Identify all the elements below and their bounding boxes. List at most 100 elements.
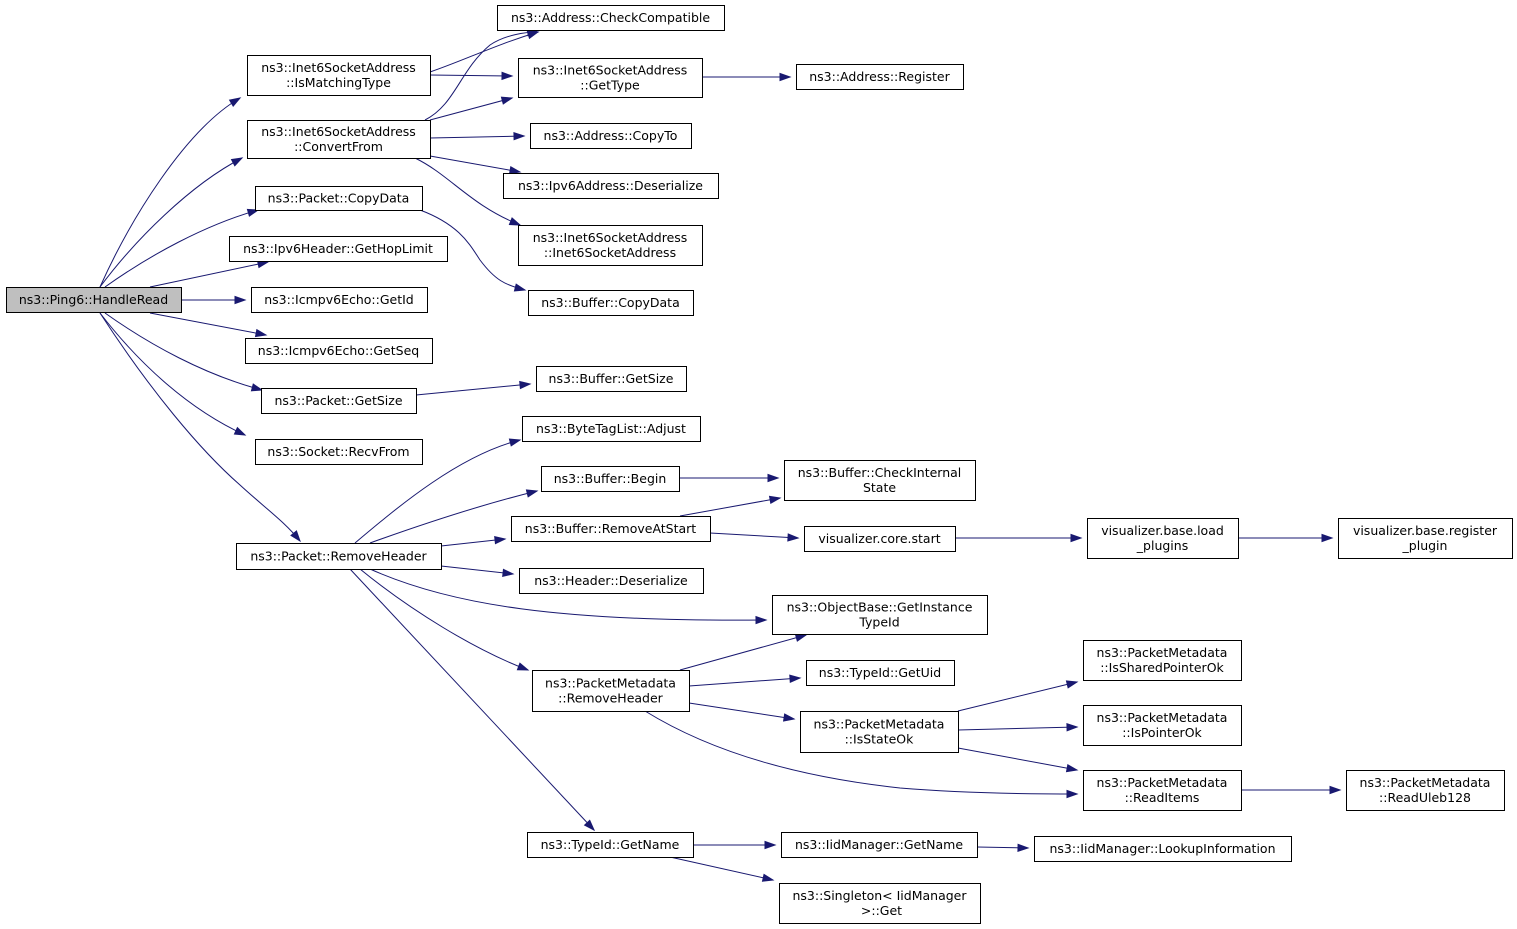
edge-removeatstart-to-checkinternal	[679, 495, 782, 517]
node-label: ::IsSharedPointerOk	[1100, 660, 1224, 675]
node-isstateok[interactable]: ns3::PacketMetadata::IsStateOk	[800, 711, 959, 753]
node-label: ns3::Packet::CopyData	[268, 191, 410, 206]
node-box	[247, 55, 431, 96]
node-box	[245, 338, 433, 364]
node-label: ns3::IidManager::GetName	[795, 837, 963, 852]
node-label: ns3::PacketMetadata	[1097, 775, 1228, 790]
node-iid-getname[interactable]: ns3::IidManager::GetName	[781, 832, 978, 858]
node-label: ns3::Address::CopyTo	[544, 128, 678, 143]
node-ipv6-deserialize[interactable]: ns3::Ipv6Address::Deserialize	[503, 173, 719, 199]
node-label: _plugin	[1402, 538, 1448, 553]
node-getseq[interactable]: ns3::Icmpv6Echo::GetSeq	[245, 338, 433, 364]
node-adjust[interactable]: ns3::ByteTagList::Adjust	[522, 416, 701, 442]
edge-arrowhead-loadplugins-registerplugin	[1321, 533, 1334, 543]
edge-arrowhead-packet-copydata-buffer-copydata	[513, 283, 527, 292]
edge-packet-removeheader-to-getinstancetypeid	[369, 568, 768, 625]
node-packet-getsize[interactable]: ns3::Packet::GetSize	[261, 388, 417, 414]
node-getid[interactable]: ns3::Icmpv6Echo::GetId	[251, 287, 428, 313]
node-box	[6, 287, 182, 313]
node-label: ns3::Buffer::RemoveAtStart	[525, 521, 697, 536]
node-handleread[interactable]: ns3::Ping6::HandleRead	[6, 287, 182, 313]
node-packet-removeheader[interactable]: ns3::Packet::RemoveHeader	[236, 543, 442, 570]
node-buffer-getsize[interactable]: ns3::Buffer::GetSize	[536, 366, 687, 392]
node-ismatching[interactable]: ns3::Inet6SocketAddress::IsMatchingType	[247, 55, 431, 96]
node-box	[1083, 770, 1242, 811]
node-readitems[interactable]: ns3::PacketMetadata::ReadItems	[1083, 770, 1242, 811]
node-lookupinfo[interactable]: ns3::IidManager::LookupInformation	[1034, 836, 1292, 862]
node-label: ::ReadItems	[1125, 790, 1200, 805]
node-copyto[interactable]: ns3::Address::CopyTo	[530, 123, 692, 149]
node-vcorestart[interactable]: visualizer.core.start	[804, 526, 956, 552]
edge-packet-removeheader-to-typeid-getname	[349, 568, 596, 832]
node-box	[261, 388, 417, 414]
node-pm-removeheader[interactable]: ns3::PacketMetadata::RemoveHeader	[532, 670, 690, 712]
node-box	[229, 236, 448, 262]
node-header-deserialize[interactable]: ns3::Header::Deserialize	[519, 568, 704, 594]
node-issharedptr[interactable]: ns3::PacketMetadata::IsSharedPointerOk	[1083, 640, 1242, 681]
node-register[interactable]: ns3::Address::Register	[796, 64, 964, 90]
node-box	[1034, 836, 1292, 862]
edge-arrowhead-ismatching-gettype	[501, 71, 514, 81]
node-box	[1083, 640, 1242, 681]
edge-arrowhead-packet-removeheader-getinstancetypeid	[755, 615, 768, 625]
edge-arrowhead-pm-removeheader-getuid	[789, 674, 802, 683]
node-box	[536, 366, 687, 392]
edge-arrowhead-gettype-register	[779, 72, 792, 82]
node-readuleb[interactable]: ns3::PacketMetadata::ReadUleb128	[1346, 770, 1505, 811]
edge-isstateok-to-issharedptr	[957, 680, 1079, 712]
edge-pm-removeheader-to-getuid	[688, 674, 802, 687]
node-packet-copydata[interactable]: ns3::Packet::CopyData	[255, 186, 423, 211]
edge-arrowhead-isstateok-readitems	[1065, 763, 1079, 773]
node-convertfrom[interactable]: ns3::Inet6SocketAddress::ConvertFrom	[247, 120, 431, 159]
edge-line	[424, 31, 539, 121]
edge-arrowhead-handleread-getseq	[254, 328, 268, 338]
edge-arrowhead-convertfrom-copyto	[513, 132, 526, 141]
edge-handleread-to-getid	[181, 295, 247, 305]
edge-line	[359, 568, 529, 671]
node-label: ns3::Packet::GetSize	[274, 393, 402, 408]
edge-removeatstart-to-vcorestart	[709, 532, 800, 542]
node-box	[247, 120, 431, 159]
edge-arrowhead-pm-removeheader-getinstancetypeid	[794, 633, 808, 642]
edge-line	[369, 568, 767, 621]
edge-arrowhead-pm-removeheader-readitems	[1066, 789, 1079, 799]
node-typeid-getname[interactable]: ns3::TypeId::GetName	[527, 832, 694, 858]
node-checkcompatible[interactable]: ns3::Address::CheckCompatible	[497, 5, 725, 31]
node-label: ns3::Buffer::GetSize	[549, 371, 674, 386]
edge-iid-getname-to-lookupinfo	[976, 843, 1030, 852]
edge-line	[415, 383, 531, 396]
edge-isstateok-to-readitems	[957, 747, 1079, 773]
node-box	[255, 186, 423, 211]
edge-arrowhead-convertfrom-ipv6-deserialize	[508, 166, 522, 175]
node-label: ns3::Buffer::CheckInternal	[798, 465, 962, 480]
node-hoplimit[interactable]: ns3::Ipv6Header::GetHopLimit	[229, 236, 448, 262]
node-recvfrom[interactable]: ns3::Socket::RecvFrom	[255, 439, 423, 465]
node-gettype[interactable]: ns3::Inet6SocketAddress::GetType	[518, 58, 703, 98]
edge-line	[957, 747, 1078, 771]
edge-arrowhead-typeid-getname-iid-getname	[764, 840, 777, 850]
node-inet6ctor[interactable]: ns3::Inet6SocketAddress::Inet6SocketAddr…	[518, 225, 703, 266]
node-buffer-copydata[interactable]: ns3::Buffer::CopyData	[528, 290, 694, 316]
edge-packet-copydata-to-buffer-copydata	[419, 209, 527, 292]
node-label: ns3::PacketMetadata	[1097, 710, 1228, 725]
edge-arrowhead-removeatstart-checkinternal	[768, 495, 782, 504]
node-singleton-get[interactable]: ns3::Singleton< IidManager >::Get	[779, 883, 981, 924]
node-registerplugin[interactable]: visualizer.base.register_plugin	[1338, 518, 1513, 559]
node-loadplugins[interactable]: visualizer.base.load_plugins	[1087, 518, 1239, 559]
node-label: ns3::Ipv6Header::GetHopLimit	[243, 241, 433, 256]
edge-handleread-to-packet-copydata	[104, 208, 260, 288]
node-box	[541, 466, 680, 492]
node-begin[interactable]: ns3::Buffer::Begin	[541, 466, 680, 492]
edge-line	[440, 565, 514, 575]
edge-arrowhead-handleread-packet-getsize	[250, 383, 264, 392]
node-label: ::Inet6SocketAddress	[544, 245, 676, 260]
node-removeatstart[interactable]: ns3::Buffer::RemoveAtStart	[511, 516, 711, 542]
node-getuid[interactable]: ns3::TypeId::GetUid	[806, 660, 955, 686]
edge-typeid-getname-to-singleton-get	[669, 856, 775, 882]
node-isptr[interactable]: ns3::PacketMetadata::IsPointerOk	[1083, 705, 1242, 746]
node-label: ns3::Inet6SocketAddress	[533, 230, 688, 245]
edge-line	[419, 209, 526, 291]
